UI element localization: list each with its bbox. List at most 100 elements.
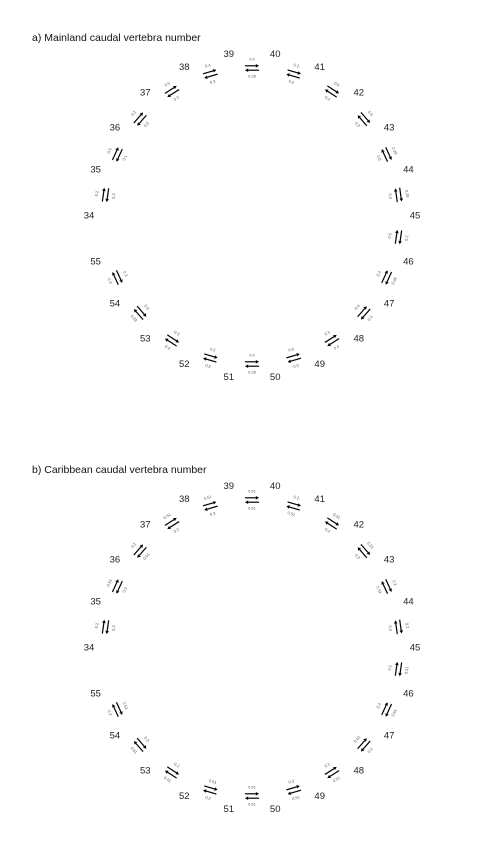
panel-b-transition-54-55: 0.20.51 — [107, 701, 130, 717]
panel-b-arrow-up-36-shaft — [133, 546, 142, 556]
panel-b-arrow-down-53-head — [142, 745, 147, 749]
panel-b-state-41: 41 — [314, 494, 325, 505]
panel-b-arrow-up-51-head — [202, 789, 207, 793]
panel-b-rate-up-40: 0.2 — [293, 494, 300, 501]
panel-a-arrow-down-46-shaft — [381, 272, 387, 284]
panel-b-arrow-down-38-shaft — [207, 505, 218, 510]
panel-a-rate-up-37: 0.6 — [163, 80, 171, 88]
panel-b-rate-down-42: 0.3 — [354, 553, 362, 561]
panel-a-rate-down-47: 0.4 — [353, 303, 361, 311]
panel-a-arrow-up-43-head — [388, 156, 392, 160]
panel-b-state-37: 37 — [140, 519, 151, 530]
panel-b-arrow-up-46-head — [385, 713, 389, 717]
panel-b-arrow-down-38-head — [204, 507, 208, 511]
panel-a-transition-40-41: 0.2 0.2 — [286, 62, 302, 86]
panel-b-state-40: 40 — [270, 481, 281, 492]
panel-a-arrow-up-37-head — [173, 85, 177, 90]
panel-b-state-44: 44 — [403, 597, 414, 608]
panel-a-state-36: 36 — [110, 122, 121, 133]
panel-a-rate-down-48: 0.3 — [323, 329, 331, 337]
panel-a-rate-down-45: 0.5 — [387, 232, 393, 239]
panel-a-rate-up-34: 0.2 — [94, 190, 100, 197]
panel-b-state-50: 50 — [270, 804, 281, 815]
panel-a-arrow-up-43-shaft — [385, 146, 391, 158]
panel-a-rate-down-54: 0.3 — [122, 270, 129, 278]
panel-a-arrow-up-38-shaft — [202, 70, 214, 75]
panel-b-state-42: 42 — [353, 519, 364, 530]
panel-b-rate-down-38: 0.3 — [209, 510, 216, 517]
panel-a-state-38: 38 — [179, 62, 190, 73]
panel-a-rate-down-43: 0.6 — [376, 154, 383, 162]
panel-b-arrow-down-46-shaft — [381, 704, 387, 716]
panel-b-arrow-up-38-shaft — [202, 502, 214, 507]
panel-b-state-34: 34 — [84, 643, 95, 654]
panel-b-arrow-up-37-head — [173, 517, 177, 522]
panel-b-rate-up-35: 0.51 — [105, 578, 113, 588]
panel-a-arrow-up-44-shaft — [399, 187, 402, 199]
panel-a-arrow-down-36-shaft — [138, 114, 147, 124]
panel-a-rate-down-34: 0.3 — [111, 192, 117, 199]
panel-a-arrow-down-45-head — [395, 229, 399, 234]
panel-b-arrow-up-40-head — [297, 503, 302, 507]
panel-b-arrow-up-34-head — [102, 619, 106, 624]
panel-b-arrow-down-49-shaft — [286, 786, 297, 791]
panel-a-arrow-down-51-shaft — [204, 353, 215, 358]
panel-b-arrow-down-43-shaft — [382, 583, 389, 595]
panel-a-transition-37-38: 0.60.3 — [163, 80, 180, 102]
panel-a-rate-down-36: 0.5 — [143, 120, 151, 128]
panel-b-rate-up-53: 0.51 — [130, 746, 139, 756]
panel-a-arrow-down-40-shaft — [289, 74, 300, 79]
panel-b-state-54: 54 — [110, 731, 121, 742]
panel-a-state-52: 52 — [179, 359, 190, 370]
panel-a-arrow-down-35-shaft — [117, 148, 123, 160]
panel-b-rate-down-43: 0.51 — [375, 585, 383, 595]
panel-a-state-35: 35 — [90, 165, 101, 176]
panel-b-rate-down-50: 0.51 — [248, 785, 257, 790]
panel-a-rate-up-51: 0.5 — [205, 363, 212, 370]
panel-a-arrow-up-41-head — [335, 90, 340, 94]
panel-a-state-34: 34 — [84, 211, 95, 222]
panel-a-arrow-down-53-head — [142, 313, 147, 317]
panel-b-rate-down-40: 0.51 — [287, 510, 297, 517]
panel-a-arrow-up-45-shaft — [399, 230, 403, 242]
panel-a-arrow-down-42-shaft — [359, 117, 368, 127]
panel-a-transition-34-35: 0.2 0.3 — [94, 187, 117, 203]
panel-b-rate-down-36: 0.51 — [142, 551, 151, 561]
panel-a-rate-up-39: 0.4 — [249, 57, 255, 62]
panel-b-arrow-up-47-shaft — [362, 740, 371, 750]
panel-b-arrow-up-45-head — [398, 672, 402, 677]
panel-b-arrow-down-34-head — [105, 630, 109, 635]
panel-a-arrow-down-43-shaft — [382, 151, 389, 163]
panel-a-arrow-down-52-shaft — [166, 334, 177, 342]
panel-b-arrow-up-43-head — [388, 588, 392, 592]
panel-b-arrow-down-36-head — [137, 554, 141, 558]
panel-a-arrow-down-34-head — [105, 198, 109, 203]
panel-b-arrow-down-50-head — [255, 792, 259, 796]
panel-b-transition-37-38: 0.510.2 — [163, 511, 181, 534]
panel-a-arrow-down-34-shaft — [106, 188, 110, 200]
panel-a-rate-up-40: 0.2 — [293, 62, 300, 69]
panel-a-rate-down-46: 0.3 — [375, 269, 382, 277]
panel-b-state-35: 35 — [90, 597, 101, 608]
panel-a-arrow-down-49-shaft — [286, 354, 297, 359]
panel-b-transition-51-52: 0.20.51 — [202, 778, 218, 801]
panel-a-state-47: 47 — [384, 299, 395, 310]
panel-a-arrow-up-47-shaft — [362, 308, 371, 318]
panel-b-arrow-up-35-head — [115, 579, 119, 583]
panel-a-rate-up-35: 0.5 — [106, 147, 113, 155]
panel-a-rate-up-44: 0.28 — [404, 189, 410, 198]
panel-b-arrow-up-38-head — [212, 501, 217, 505]
panel-b-arrow-down-54-shaft — [115, 701, 122, 713]
panel-a-arrow-up-42-head — [366, 119, 371, 123]
panel-b-rate-down-47: 0.51 — [353, 734, 362, 744]
panel-a-arrow-up-47-head — [360, 316, 365, 320]
panel-b-state-49: 49 — [314, 791, 325, 802]
panel-a-state-41: 41 — [314, 62, 325, 73]
panel-b-transition-52-53: 0.510.2 — [163, 761, 181, 784]
panel-a-arrow-down-48-shaft — [324, 336, 335, 343]
panel-b-rate-up-38: 0.51 — [203, 494, 213, 501]
panel-a-transition-42-43: 0.50.3 — [354, 109, 375, 128]
panel-a-rate-down-35: 0.1 — [121, 154, 128, 162]
panel-a-transition-54-55: 0.40.3 — [107, 269, 129, 285]
panel-a-rate-down-40: 0.2 — [288, 79, 295, 86]
